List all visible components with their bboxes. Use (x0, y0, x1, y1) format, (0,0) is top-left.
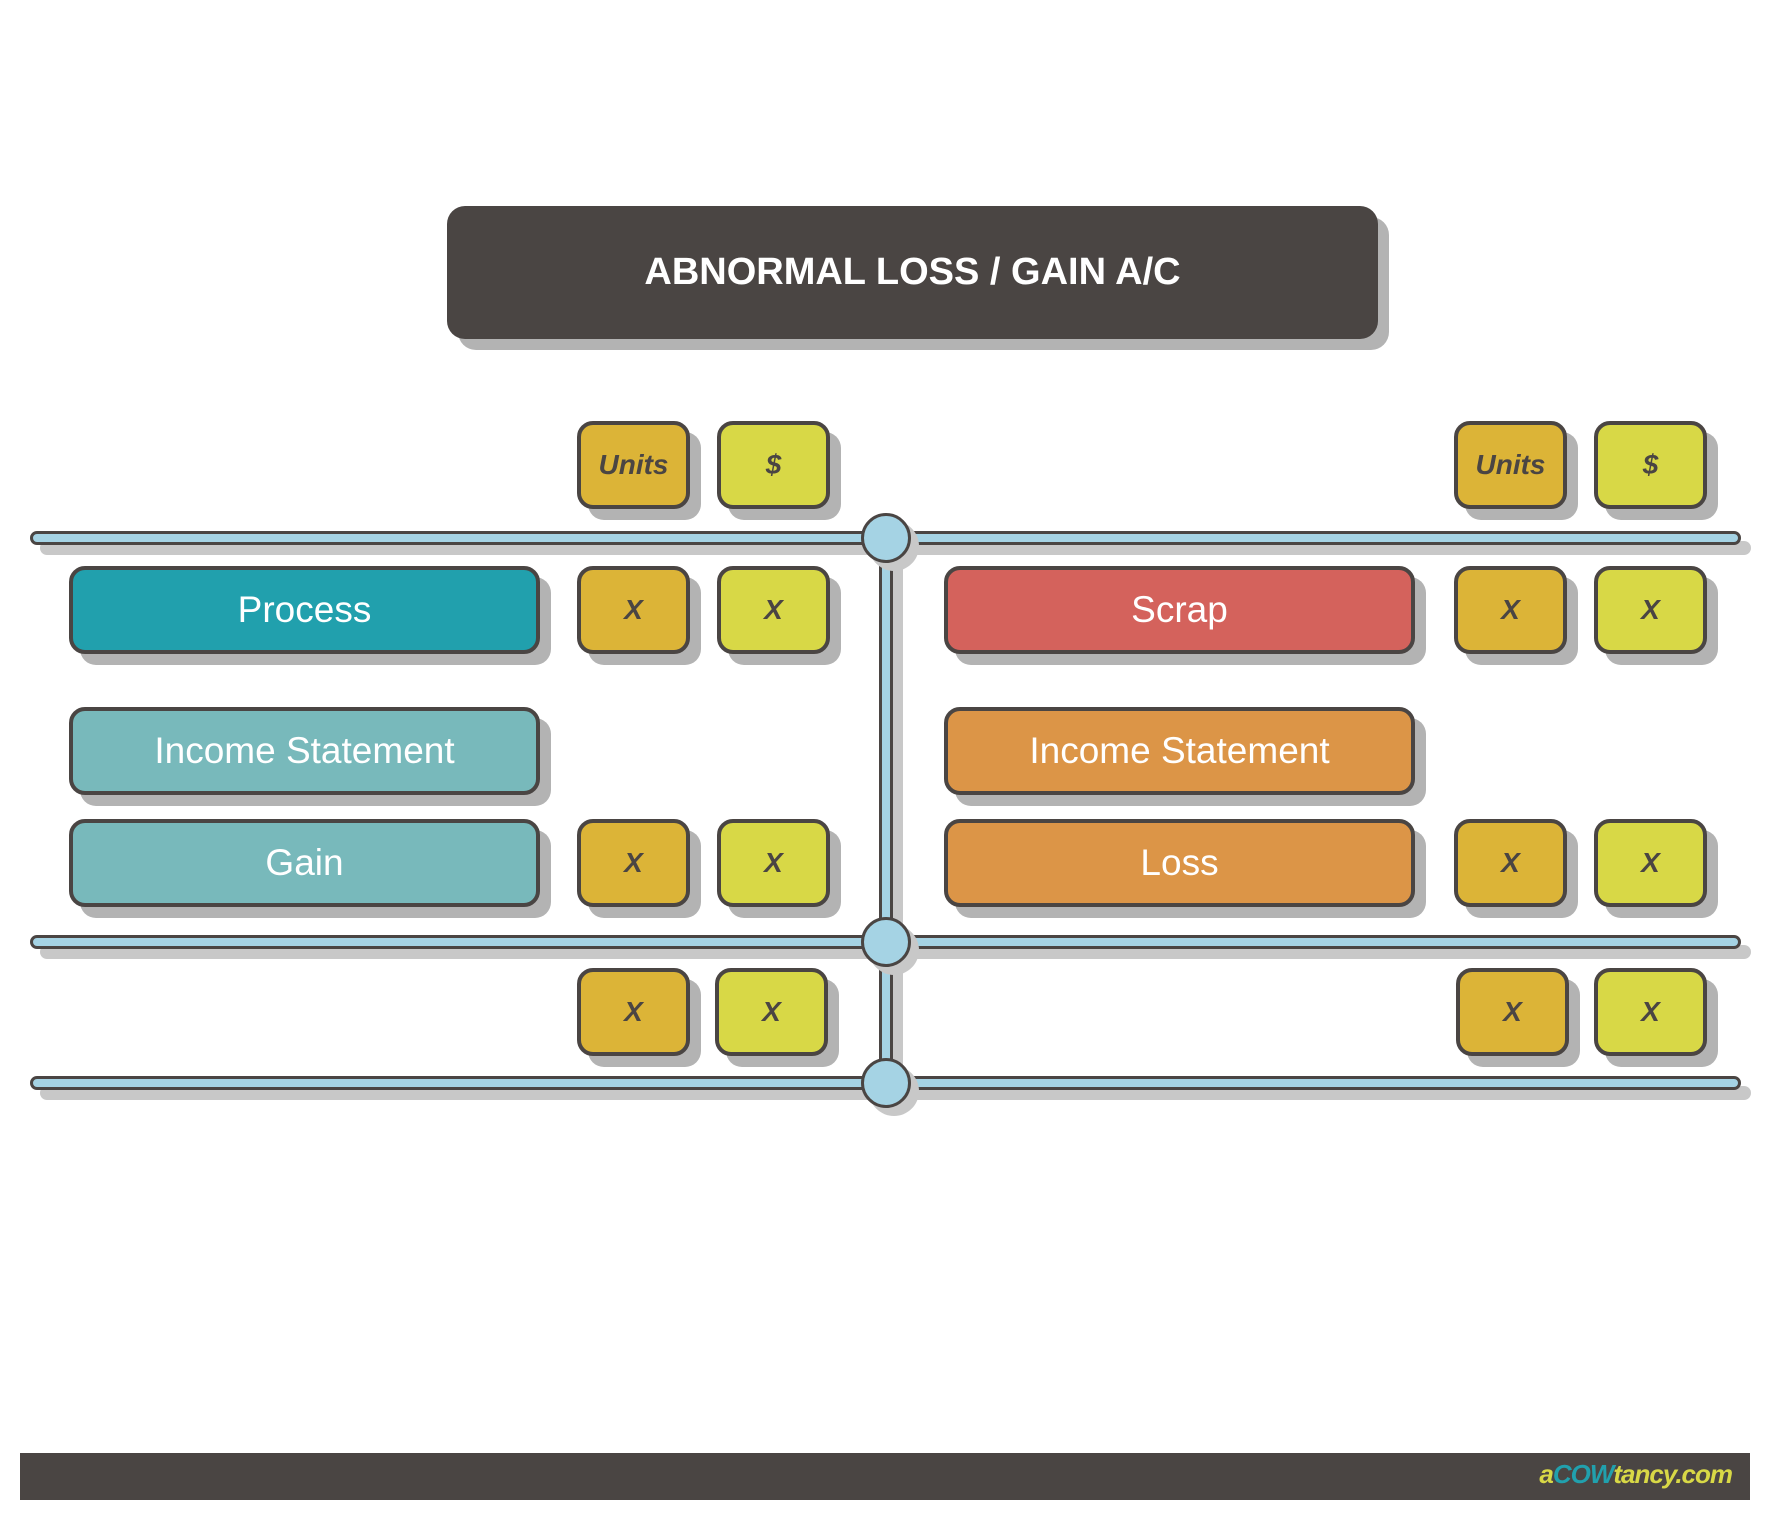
left-income-statement-label: Income Statement (69, 707, 540, 795)
left-total-units: X (577, 968, 690, 1056)
process-units: X (577, 566, 690, 654)
gain-units: X (577, 819, 690, 907)
scrap-units: X (1454, 566, 1567, 654)
t-account-vertical-line (879, 545, 893, 1075)
right-dollars-header: $ (1594, 421, 1707, 509)
left-total-dollars: X (715, 968, 828, 1056)
brand-logo: aCOWtancy.com (1539, 1459, 1733, 1490)
right-total-dollars: X (1594, 968, 1707, 1056)
right-total-units: X (1456, 968, 1569, 1056)
logo-cow: COW (1552, 1459, 1615, 1489)
left-units-header: Units (577, 421, 690, 509)
loss-units: X (1454, 819, 1567, 907)
right-units-header: Units (1454, 421, 1567, 509)
gain-label: Gain (69, 819, 540, 907)
loss-dollars: X (1594, 819, 1707, 907)
footer-bar: aCOWtancy.com (20, 1453, 1750, 1500)
account-title: ABNORMAL LOSS / GAIN A/C (447, 206, 1378, 339)
process-dollars: X (717, 566, 830, 654)
right-income-statement-label: Income Statement (944, 707, 1415, 795)
loss-label: Loss (944, 819, 1415, 907)
junction-node-bottom (861, 1058, 911, 1108)
logo-a: a (1539, 1459, 1554, 1489)
process-label: Process (69, 566, 540, 654)
gain-dollars: X (717, 819, 830, 907)
scrap-dollars: X (1594, 566, 1707, 654)
logo-rest: tancy.com (1613, 1459, 1733, 1489)
junction-node-top (861, 513, 911, 563)
scrap-label: Scrap (944, 566, 1415, 654)
left-dollars-header: $ (717, 421, 830, 509)
junction-node-middle (861, 917, 911, 967)
